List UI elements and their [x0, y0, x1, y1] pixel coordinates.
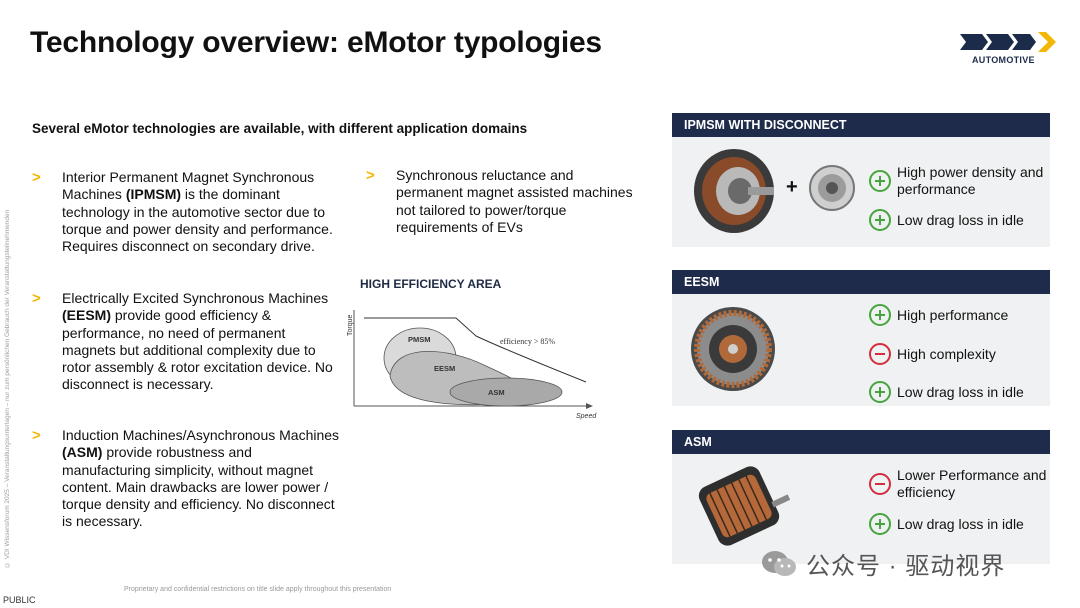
ipmsm-feature-2: Low drag loss in idle	[869, 209, 1047, 231]
minus-circle-icon	[869, 343, 891, 365]
bullet-text: Electrically Excited Synchronous Machine…	[62, 290, 329, 306]
bullet-text: Induction Machines/Asynchronous Machines	[62, 427, 340, 443]
bullet-bold: (ASM)	[62, 444, 103, 461]
y-axis-label: Torque	[347, 314, 354, 336]
asm-region	[449, 377, 563, 407]
plus-circle-icon	[869, 381, 891, 403]
plus-circle-icon	[869, 170, 891, 192]
asm-feature-1: Lower Performance and efficiency	[869, 467, 1047, 501]
feature-text: Lower Performance and efficiency	[897, 467, 1047, 500]
bullet-text: is the dominant technology in the automo…	[62, 186, 333, 255]
panel-asm-header: ASM	[672, 430, 1050, 454]
torque-speed-envelope	[364, 317, 587, 383]
bullet-text: Synchronous reluctance and permanent mag…	[396, 167, 633, 235]
eesm-feature-2: High complexity	[869, 343, 1047, 365]
bullet-eesm: > Electrically Excited Synchronous Machi…	[32, 290, 342, 394]
efficiency-title: HIGH EFFICIENCY AREA	[360, 277, 502, 291]
feature-text: High complexity	[897, 345, 996, 362]
feature-text: High power density and performance	[897, 164, 1044, 197]
wechat-icon	[762, 550, 796, 576]
asm-rotor-image	[698, 466, 790, 546]
bullet-asm: > Induction Machines/Asynchronous Machin…	[32, 427, 342, 531]
pmsm-label: PMSM	[408, 335, 431, 344]
bullet-text: provide good efficiency & performance, n…	[62, 307, 333, 393]
feature-text: High performance	[897, 306, 1009, 323]
eesm-feature-3: Low drag loss in idle	[869, 381, 1047, 403]
minus-circle-icon	[869, 473, 891, 495]
bullet-bold: (IPMSM)	[125, 186, 182, 203]
bullet-arrow-icon: >	[32, 290, 41, 307]
watermark: 公众号 · 驱动视界	[760, 546, 1005, 581]
side-copyright-note: © VDI Wissensforum 2025 – Veranstaltungs…	[4, 209, 11, 568]
eesm-label: EESM	[434, 364, 455, 373]
eesm-feature-1: High performance	[869, 304, 1047, 326]
bullet-text: provide robustness and manufacturing sim…	[62, 444, 335, 530]
plus-sign: +	[786, 176, 798, 198]
plus-circle-icon	[869, 513, 891, 535]
feature-text: Low drag loss in idle	[897, 383, 1024, 400]
disconnect-clutch-image	[809, 165, 855, 211]
feature-text: Low drag loss in idle	[897, 211, 1024, 228]
efficiency-note: efficiency > 85%	[500, 337, 555, 346]
logo-text: AUTOMOTIVE	[972, 55, 1035, 65]
footer-classification: PUBLIC	[3, 595, 36, 605]
bullet-arrow-icon: >	[32, 169, 41, 186]
bullet-arrow-icon: >	[366, 167, 375, 184]
asm-feature-2: Low drag loss in idle	[869, 513, 1047, 535]
ipmsm-feature-1: High power density and performance	[869, 164, 1047, 198]
asm-label: ASM	[488, 388, 505, 397]
efficiency-diagram: Torque Speed PMSM EESM ASM efficiency > …	[347, 310, 597, 420]
plus-circle-icon	[869, 209, 891, 231]
slide-title: Technology overview: eMotor typologies	[30, 26, 602, 59]
footer-confidential-note: Proprietary and confidential restriction…	[124, 586, 392, 593]
feature-text: Low drag loss in idle	[897, 515, 1024, 532]
gkn-logo	[960, 32, 1056, 52]
bullet-synrm: > Synchronous reluctance and permanent m…	[366, 167, 636, 236]
panel-ipmsm-header: IPMSM WITH DISCONNECT	[672, 113, 1050, 137]
bullet-ipmsm: > Interior Permanent Magnet Synchronous …	[32, 169, 342, 255]
plus-circle-icon	[869, 304, 891, 326]
bullet-bold: (EESM)	[62, 307, 111, 324]
eesm-stator-image	[691, 307, 775, 391]
x-axis-arrow-icon	[586, 403, 593, 409]
bullet-text: Interior Permanent Magnet Synchronous Ma…	[62, 169, 315, 203]
panel-eesm-header: EESM	[672, 270, 1050, 294]
ipmsm-motor-image	[694, 149, 774, 233]
bullet-arrow-icon: >	[32, 427, 41, 444]
x-axis-label: Speed	[576, 413, 597, 420]
watermark-text: 公众号 · 驱动视界	[806, 553, 1006, 580]
section-subtitle: Several eMotor technologies are availabl…	[32, 121, 528, 136]
